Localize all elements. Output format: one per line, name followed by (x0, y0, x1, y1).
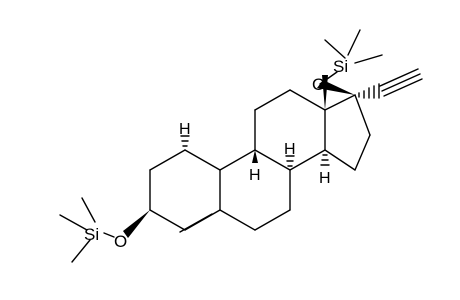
ring-b (219, 149, 291, 231)
o-si-left-bond (103, 232, 115, 238)
h-c14-label: H (319, 170, 331, 187)
c17-oxygen-wedge-bond (317, 80, 355, 95)
ring-a (149, 149, 221, 233)
h-c14-hash (320, 154, 330, 166)
h-c8-hash (285, 155, 295, 167)
si-left-methyls (59, 197, 96, 263)
si-top-methyls (324, 29, 383, 64)
h-c8-label: H (284, 141, 296, 158)
si-top-label: Si (333, 57, 348, 76)
ring-d (324, 94, 371, 171)
ethynyl-hash-bond (358, 83, 380, 99)
si-left-label: Si (84, 225, 99, 244)
h-c9-wedge (252, 150, 258, 163)
o-left-label: O (114, 232, 127, 251)
ring-c (254, 89, 326, 171)
o-si-top-bond (319, 71, 338, 85)
h-c10-hash (180, 135, 190, 147)
c3-oxygen-wedge-bond (123, 210, 150, 238)
h-c10-label: H (179, 121, 191, 138)
ethynyl-triple-bond (379, 68, 423, 97)
o-top-label: O (312, 75, 325, 94)
h-c9-label: H (249, 167, 261, 184)
